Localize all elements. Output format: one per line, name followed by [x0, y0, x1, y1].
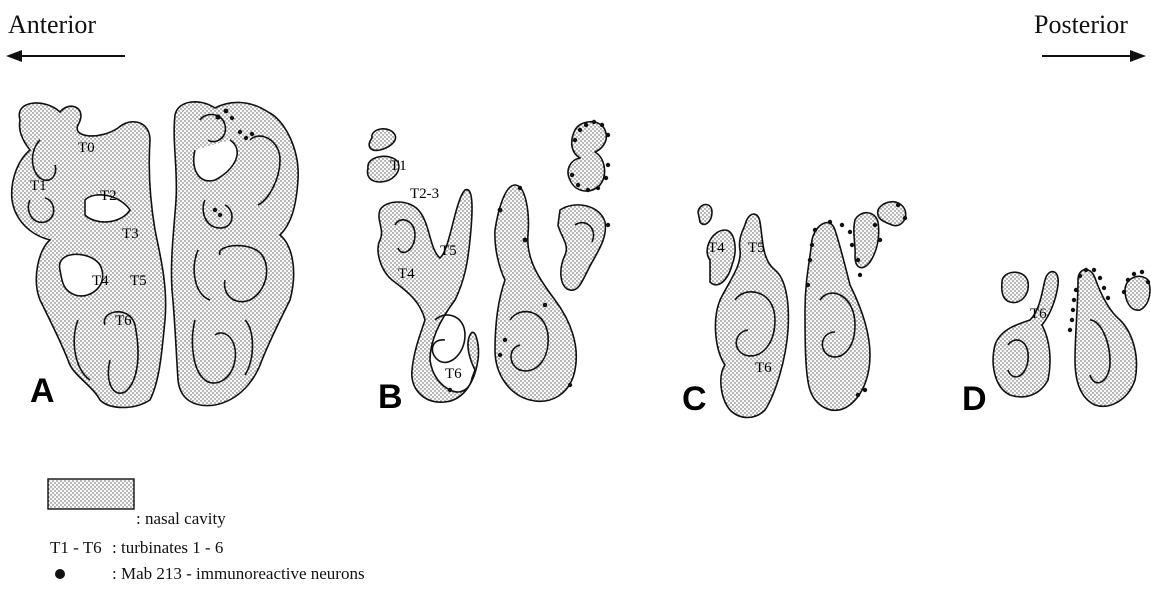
legend-neurons: : Mab 213 - immunoreactive neurons	[112, 564, 365, 584]
panel-b-letter: B	[378, 378, 403, 416]
legend-nasal-cavity-swatch	[48, 479, 134, 509]
panel-d-section	[993, 270, 1150, 407]
panel-c-letter: C	[682, 380, 707, 418]
panel-a-label-t6: T6	[115, 313, 132, 329]
anterior-arrow	[6, 50, 125, 62]
panel-c-label-t5: T5	[748, 240, 765, 256]
panel-b-label-t5: T5	[440, 243, 457, 259]
panel-a-label-t0: T0	[78, 140, 95, 156]
panel-a-section	[12, 102, 298, 408]
posterior-arrow	[1042, 50, 1146, 62]
panel-c-label-t6: T6	[755, 360, 772, 376]
panel-b-label-t4: T4	[398, 266, 415, 282]
panel-c-label-t4: T4	[708, 240, 725, 256]
panel-a-label-t2: T2	[100, 188, 117, 204]
panel-a-label-t5: T5	[130, 273, 147, 289]
panel-b-label-t1: T1	[390, 158, 407, 174]
legend-nasal-cavity: : nasal cavity	[136, 509, 226, 529]
legend-neuron-dot-icon	[55, 569, 65, 579]
legend-turbinates-key: T1 - T6	[50, 538, 102, 558]
panel-a-letter: A	[30, 372, 55, 410]
legend-turbinates: : turbinates 1 - 6	[112, 538, 223, 558]
panel-b-label-t2-3: T2-3	[410, 186, 439, 202]
panel-c-section	[698, 202, 906, 418]
panel-b-label-t6: T6	[445, 366, 462, 382]
panel-a-label-t1: T1	[30, 178, 47, 194]
panel-a-label-t3: T3	[122, 226, 139, 242]
panel-d-label-t6: T6	[1030, 306, 1047, 322]
panel-d-letter: D	[962, 380, 987, 418]
panel-a-label-t4: T4	[92, 273, 109, 289]
